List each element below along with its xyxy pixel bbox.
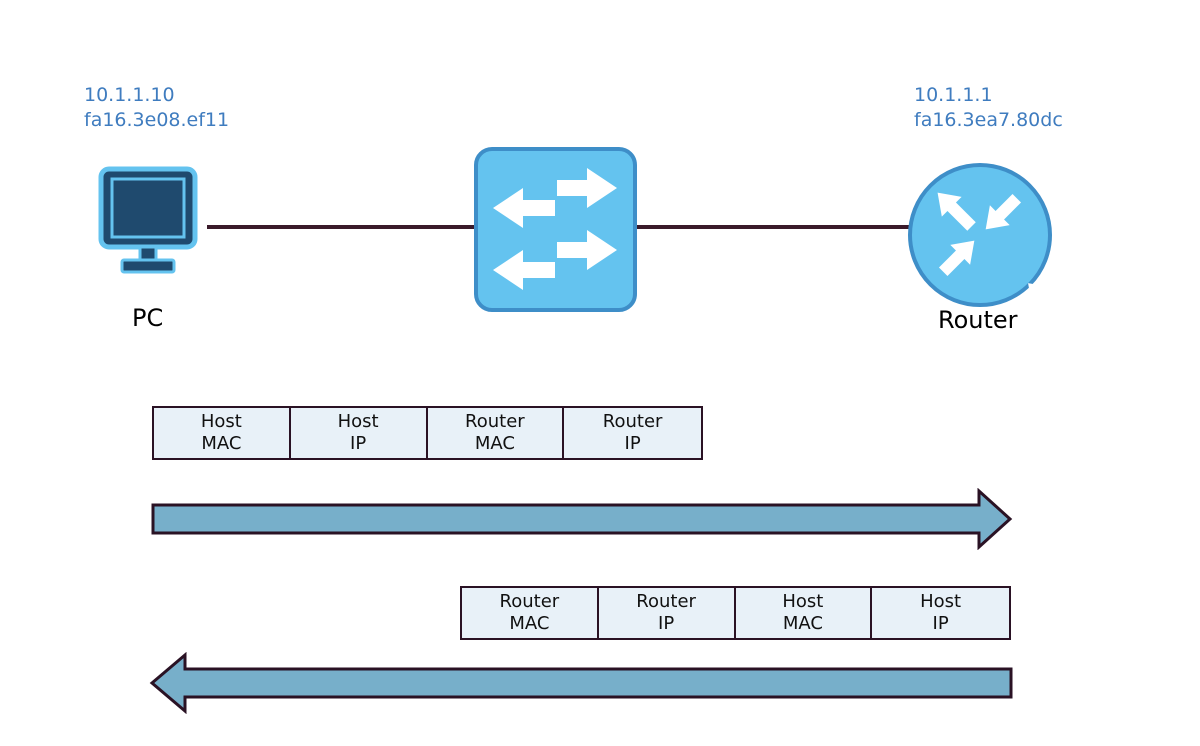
field-line1: Host: [337, 411, 379, 432]
field-line2: IP: [624, 433, 641, 454]
frame-field: Host IP: [291, 408, 428, 458]
field-line1: Host: [782, 591, 824, 612]
frame-field: Host MAC: [736, 588, 873, 638]
pc-ip-address: 10.1.1.10: [84, 84, 175, 106]
field-line1: Host: [920, 591, 962, 612]
router-label: Router: [938, 306, 1018, 334]
pc-address-block: 10.1.1.10 fa16.3e08.ef11: [84, 83, 229, 133]
router-arrows-icon: [908, 163, 1064, 319]
frame-field: Router IP: [564, 408, 701, 458]
field-line1: Router: [602, 411, 663, 432]
router-ip-address: 10.1.1.1: [914, 84, 993, 106]
frame-pc-to-router: Host MAC Host IP Router MAC Router IP: [152, 406, 703, 460]
router-device[interactable]: [907, 162, 1064, 319]
pc-device[interactable]: [98, 166, 198, 280]
field-line2: MAC: [474, 433, 515, 454]
pc-label: PC: [132, 304, 164, 332]
arrow-right-icon: [151, 488, 1013, 550]
field-line2: IP: [658, 613, 675, 634]
switch-device[interactable]: [473, 146, 638, 317]
field-line2: MAC: [201, 433, 242, 454]
field-line1: Host: [200, 411, 242, 432]
field-line2: MAC: [509, 613, 550, 634]
computer-monitor-icon: [98, 166, 198, 274]
frame-field: Router MAC: [462, 588, 599, 638]
pc-mac-address: fa16.3e08.ef11: [84, 109, 230, 131]
link-switch-router: [636, 225, 911, 229]
field-line2: IP: [350, 433, 367, 454]
router-mac-address: fa16.3ea7.80dc: [914, 109, 1063, 131]
link-pc-switch: [207, 225, 475, 229]
frame-field: Router IP: [599, 588, 736, 638]
field-line1: Router: [465, 411, 525, 432]
frame-field: Router MAC: [428, 408, 565, 458]
frame-field: Host MAC: [154, 408, 291, 458]
arrow-left-icon: [149, 652, 1013, 714]
field-line2: IP: [932, 613, 949, 634]
field-line1: Router: [636, 591, 696, 612]
field-line1: Router: [499, 591, 560, 612]
switch-arrows-icon: [474, 147, 637, 312]
field-line2: MAC: [782, 613, 823, 634]
frame-field: Host IP: [872, 588, 1009, 638]
frame-router-to-pc: Router MAC Router IP Host MAC Host IP: [460, 586, 1011, 640]
router-address-block: 10.1.1.1 fa16.3ea7.80dc: [914, 83, 1063, 133]
